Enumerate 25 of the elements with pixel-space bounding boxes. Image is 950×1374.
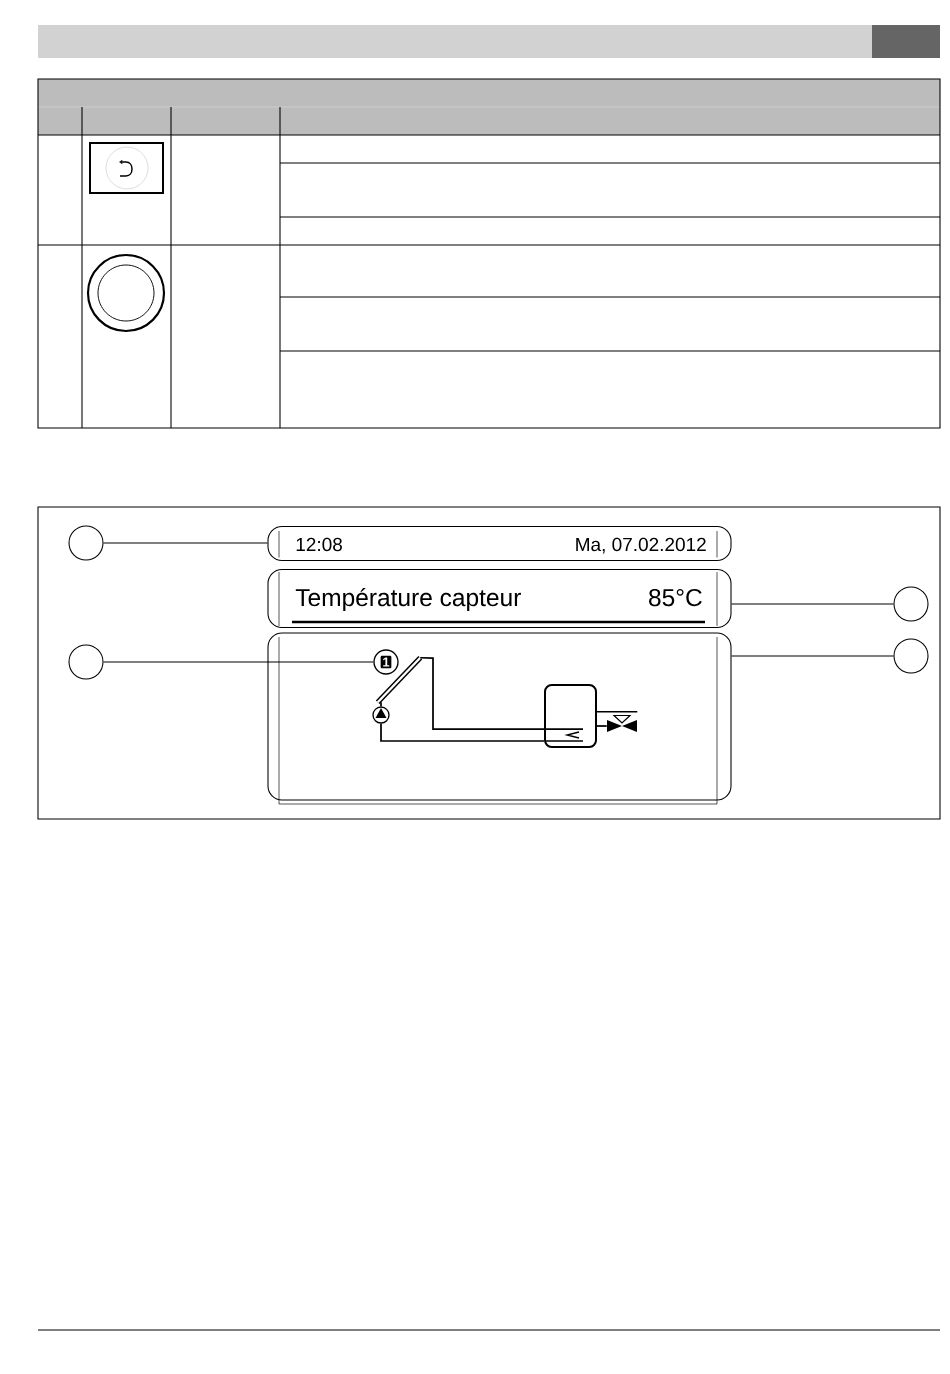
callout-circle: [68, 525, 104, 561]
callout-circle: [68, 644, 104, 680]
pipe: [380, 722, 545, 742]
leader-line: [103, 661, 374, 663]
callout-circle: [893, 586, 929, 622]
pipe: [380, 701, 382, 708]
callout-circle: [893, 638, 929, 674]
parameter-value: 85°C: [649, 588, 702, 607]
solar-collector: [375, 655, 423, 705]
date-text: Ma, 07.02.2012: [576, 537, 706, 554]
leader-line: [731, 603, 894, 605]
parameter-bar: [267, 568, 732, 629]
pump-symbol: [372, 706, 390, 724]
pipe: [596, 725, 608, 727]
leader-line: [731, 655, 894, 657]
parameter-name: Température capteur: [295, 587, 521, 612]
number-badge: 1: [373, 649, 399, 675]
status-bar: [267, 525, 732, 562]
graphic-area: [267, 632, 732, 805]
leader-line: [103, 542, 268, 544]
pipe: [596, 710, 639, 713]
time-text: 12:08: [296, 537, 342, 552]
valve-symbol: [607, 714, 637, 732]
pipe: [419, 656, 545, 730]
storage-tank: [544, 684, 597, 748]
